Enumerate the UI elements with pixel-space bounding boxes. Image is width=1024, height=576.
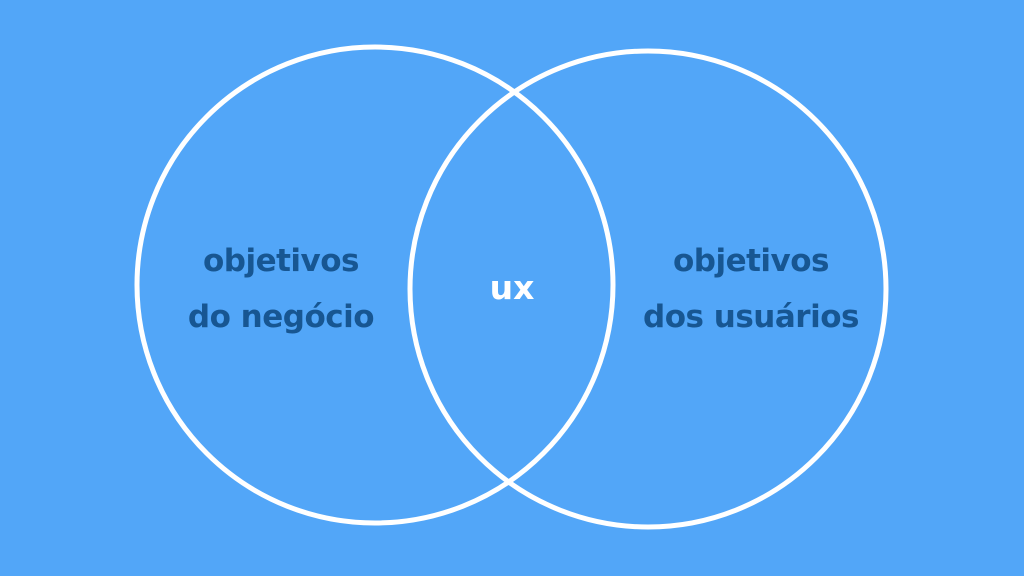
left-circle-label: objetivos do negócio xyxy=(140,233,422,345)
right-circle xyxy=(407,48,889,530)
left-circle xyxy=(134,44,616,526)
left-circle-label-line2: do negócio xyxy=(187,299,375,335)
right-circle-label-line2: dos usuários xyxy=(643,299,859,335)
right-circle-label: objetivos dos usuários xyxy=(610,233,892,345)
intersection-label: ux xyxy=(489,268,535,307)
left-circle-label-line1: objetivos xyxy=(202,243,360,279)
right-circle-label-line1: objetivos xyxy=(672,243,830,279)
